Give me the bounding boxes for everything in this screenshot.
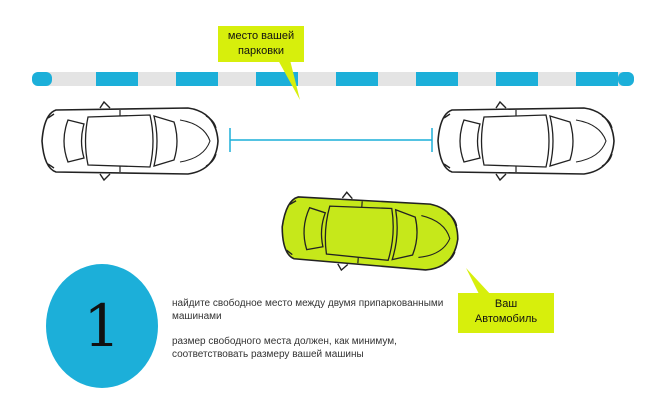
parking-spot-label-line1: место вашей xyxy=(227,30,295,42)
instruction-text-2: размер свободного места должен, как мини… xyxy=(172,336,397,360)
parking-label-pointer xyxy=(278,60,300,100)
parking-spot-label-line2: парковки xyxy=(237,45,285,57)
car-label-pointer xyxy=(466,268,492,296)
parked-car-left-icon xyxy=(41,101,219,181)
step-number-badge: 1 xyxy=(46,264,158,388)
step-number: 1 xyxy=(83,292,121,360)
parked-car-right-icon xyxy=(437,101,615,181)
your-car-label-line2: Автомобиль xyxy=(474,313,538,325)
gap-measure-line xyxy=(229,128,433,152)
instruction-text-1: найдите свободное место между двумя прип… xyxy=(172,298,444,322)
curb-line xyxy=(32,72,634,86)
your-car-label-line1: Ваш xyxy=(494,298,518,310)
parking-spot-label: место вашей парковки xyxy=(218,26,304,62)
your-car-icon xyxy=(278,187,462,279)
step-instructions: найдите свободное место между двумя прип… xyxy=(172,297,452,373)
your-car-label: Ваш Автомобиль xyxy=(458,293,554,333)
